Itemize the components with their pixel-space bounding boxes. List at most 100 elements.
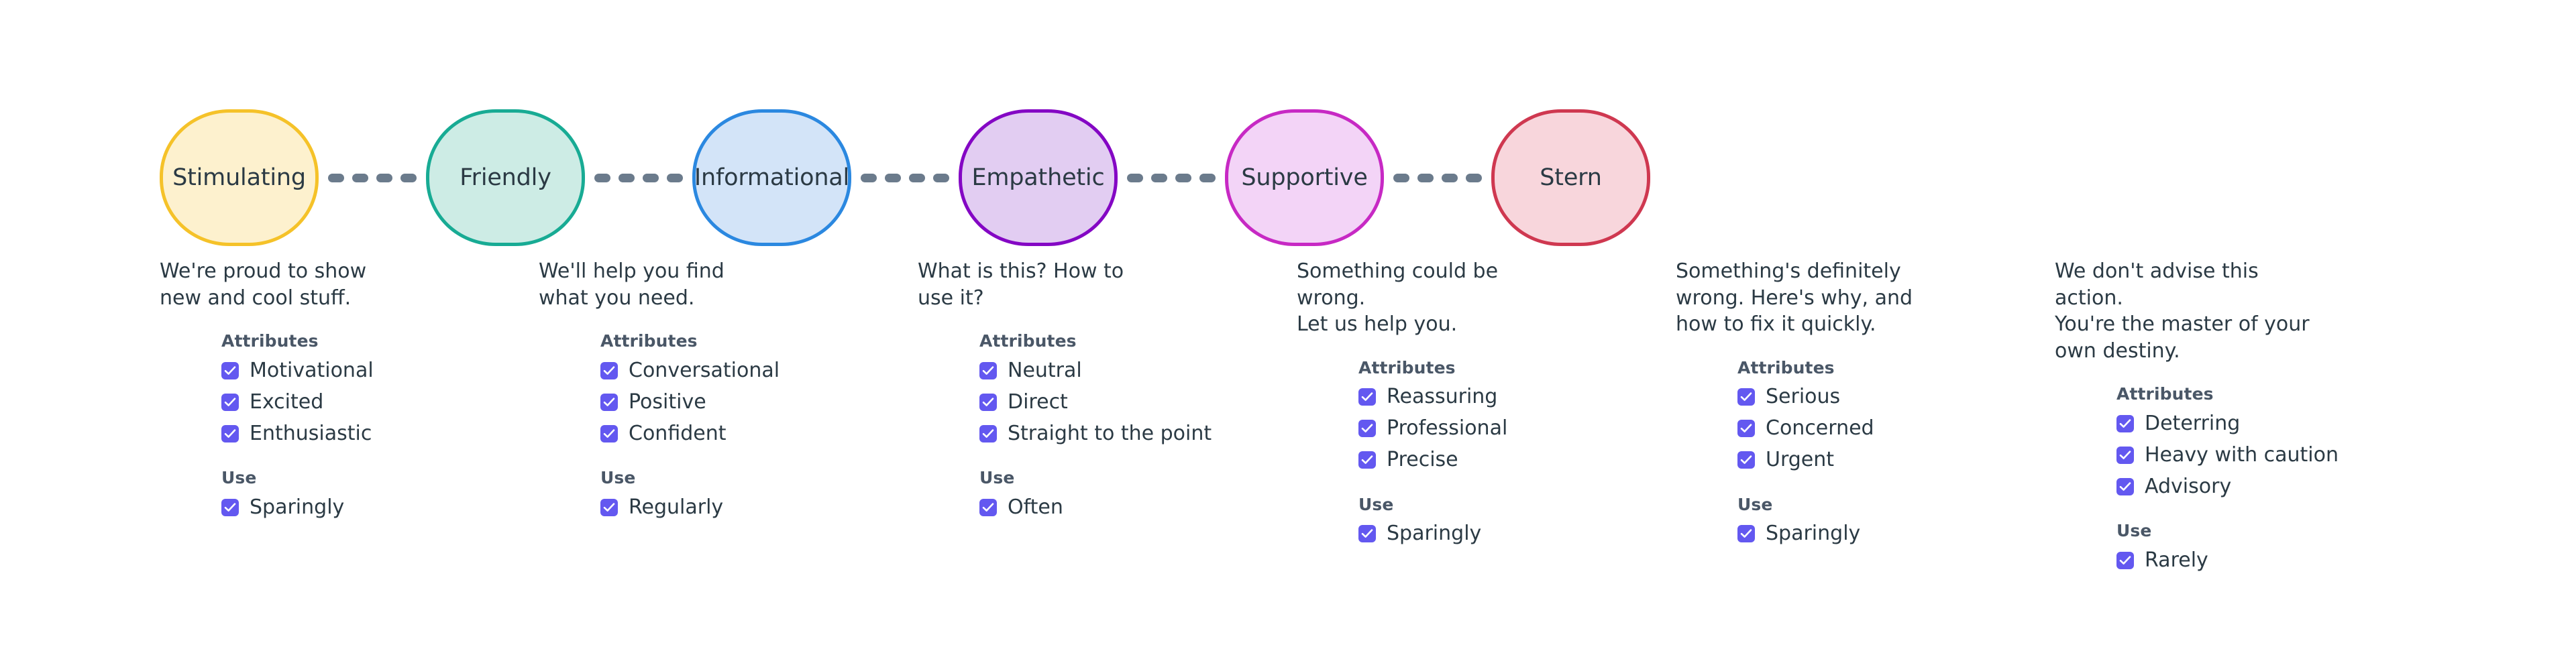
connector-dash (1151, 173, 1167, 182)
attribute-checkbox-row[interactable]: Concerned (1737, 413, 2055, 445)
connector-dash (376, 173, 392, 182)
use-checkbox-row[interactable]: Rarely (2116, 544, 2434, 576)
attribute-checkbox-row[interactable]: Direct (979, 386, 1297, 418)
checkbox-checked[interactable] (979, 393, 997, 411)
use-label: Sparingly (1766, 522, 1861, 546)
attribute-checkbox-row[interactable]: Excited (221, 386, 539, 418)
checkbox-checked[interactable] (221, 498, 239, 516)
attributes-section-label: Attributes (1737, 357, 1835, 377)
tone-column-empathetic: Something could be wrong. Let us help yo… (1297, 258, 1676, 576)
use-section-label: Use (2116, 521, 2152, 541)
connector-dash (594, 173, 610, 182)
attribute-checkbox-row[interactable]: Advisory (2116, 471, 2434, 502)
checkbox-checked[interactable] (221, 393, 239, 411)
attribute-checkbox-row[interactable]: Confident (600, 418, 918, 449)
checkbox-checked[interactable] (1737, 451, 1755, 469)
attribute-label: Direct (1008, 390, 1068, 414)
use-checkbox-row[interactable]: Often (979, 491, 1297, 523)
checkbox-checked[interactable] (600, 361, 618, 379)
attribute-checkbox-row[interactable]: Professional (1358, 413, 1676, 445)
tone-pill-slot-stimulating: Stimulating (160, 109, 426, 246)
use-label: Rarely (2145, 548, 2208, 572)
checkbox-checked[interactable] (1358, 451, 1376, 469)
checkmark-icon (2119, 451, 2131, 459)
tone-pill-informational[interactable]: Informational (692, 109, 851, 246)
tone-pill-row: Stimulating Friendly Informational Empathet… (160, 109, 2367, 246)
connector-dash (1175, 173, 1191, 182)
use-section-label: Use (1737, 494, 1773, 514)
attribute-checkbox-row[interactable]: Precise (1358, 445, 1676, 476)
use-section-label: Use (221, 468, 257, 488)
checkbox-checked[interactable] (221, 424, 239, 442)
checkmark-icon (982, 502, 994, 512)
checkmark-icon (603, 397, 615, 406)
tone-pill-empathetic[interactable]: Empathetic (959, 109, 1118, 246)
use-label: Sparingly (1387, 522, 1482, 546)
attribute-label: Heavy with caution (2145, 442, 2339, 467)
tone-pill-label: Informational (694, 164, 850, 191)
connector-dash (643, 173, 659, 182)
attribute-checkbox-row[interactable]: Motivational (221, 355, 539, 386)
checkbox-checked[interactable] (1737, 420, 1755, 438)
attribute-checkbox-row[interactable]: Neutral (979, 355, 1297, 386)
checkbox-checked[interactable] (2116, 551, 2134, 569)
checkbox-checked[interactable] (600, 498, 618, 516)
tone-pill-supportive[interactable]: Supportive (1225, 109, 1384, 246)
dashed-line-connector-icon (319, 173, 426, 182)
attribute-checkbox-row[interactable]: Urgent (1737, 445, 2055, 476)
checkmark-icon (1361, 529, 1373, 538)
attribute-checkbox-row[interactable]: Reassuring (1358, 381, 1676, 413)
use-checkbox-row[interactable]: Sparingly (1737, 518, 2055, 550)
checkmark-icon (982, 397, 994, 406)
use-checkbox-row[interactable]: Sparingly (221, 491, 539, 523)
use-checkbox-row[interactable]: Regularly (600, 491, 918, 523)
attribute-checkbox-row[interactable]: Enthusiastic (221, 418, 539, 449)
checkbox-checked[interactable] (2116, 446, 2134, 464)
connector-dash (1466, 173, 1482, 182)
tone-pill-stern[interactable]: Stern (1491, 109, 1650, 246)
checkbox-checked[interactable] (2116, 414, 2134, 432)
attribute-label: Excited (250, 390, 324, 414)
checkmark-icon (1361, 424, 1373, 433)
tone-pill-friendly[interactable]: Friendly (426, 109, 585, 246)
attribute-checkbox-row[interactable]: Deterring (2116, 408, 2434, 439)
tone-description: We're proud to show new and cool stuff. (160, 259, 367, 310)
checkbox-checked[interactable] (2116, 477, 2134, 495)
attribute-checkbox-row[interactable]: Straight to the point (979, 418, 1297, 449)
attributes-section-label: Attributes (2116, 384, 2214, 404)
attribute-label: Professional (1387, 416, 1508, 440)
checkbox-checked[interactable] (1358, 525, 1376, 543)
checkbox-checked[interactable] (600, 393, 618, 411)
checkbox-checked[interactable] (979, 498, 997, 516)
attribute-label: Motivational (250, 358, 374, 382)
attribute-checkbox-row[interactable]: Serious (1737, 381, 2055, 413)
checkbox-checked[interactable] (1737, 525, 1755, 543)
checkmark-icon (982, 428, 994, 438)
connector-dash (1127, 173, 1143, 182)
tone-detail-columns: We're proud to show new and cool stuff. A… (160, 258, 2434, 576)
attribute-checkbox-row[interactable]: Positive (600, 386, 918, 418)
checkmark-icon (603, 365, 615, 375)
attribute-checkbox-row[interactable]: Conversational (600, 355, 918, 386)
checkbox-checked[interactable] (979, 424, 997, 442)
use-label: Sparingly (250, 495, 345, 519)
checkbox-checked[interactable] (979, 361, 997, 379)
checkbox-checked[interactable] (221, 361, 239, 379)
tone-pill-label: Stern (1540, 164, 1602, 191)
attribute-checkbox-row[interactable]: Heavy with caution (2116, 439, 2434, 471)
checkbox-checked[interactable] (1358, 420, 1376, 438)
tone-pill-slot-informational: Informational (692, 109, 959, 246)
checkbox-checked[interactable] (1358, 388, 1376, 406)
connector-dash (933, 173, 949, 182)
checkmark-icon (603, 428, 615, 438)
connector-dash (1393, 173, 1409, 182)
use-checkbox-row[interactable]: Sparingly (1358, 518, 1676, 550)
checkbox-checked[interactable] (1737, 388, 1755, 406)
checkbox-checked[interactable] (600, 424, 618, 442)
connector-dash (352, 173, 368, 182)
tone-pill-stimulating[interactable]: Stimulating (160, 109, 319, 246)
